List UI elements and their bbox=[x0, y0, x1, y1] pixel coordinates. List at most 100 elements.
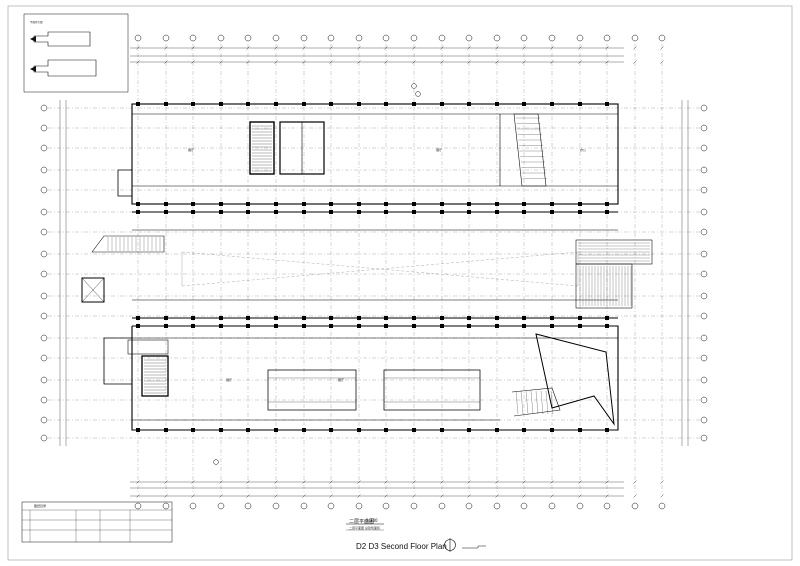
dimension-tick bbox=[467, 494, 471, 498]
column bbox=[605, 316, 609, 320]
dimension-tick bbox=[440, 46, 444, 50]
column bbox=[412, 324, 416, 328]
ramp-step bbox=[535, 390, 539, 415]
exhibit-frame bbox=[267, 369, 357, 411]
grid-bubble bbox=[40, 354, 48, 362]
column bbox=[440, 102, 444, 106]
column bbox=[522, 316, 526, 320]
dimension-tick bbox=[164, 494, 168, 498]
dimension-tick bbox=[605, 60, 609, 64]
column bbox=[384, 202, 388, 206]
column bbox=[302, 324, 306, 328]
dimension-tick bbox=[495, 60, 499, 64]
dimension-tick bbox=[522, 60, 526, 64]
column bbox=[302, 210, 306, 214]
column bbox=[246, 202, 250, 206]
column bbox=[136, 210, 140, 214]
dimension-tick bbox=[550, 494, 554, 498]
grid-bubble bbox=[40, 312, 48, 320]
dimension-tick bbox=[246, 480, 250, 484]
grid-bubble bbox=[40, 228, 48, 236]
column bbox=[136, 202, 140, 206]
grid-bubble bbox=[700, 292, 708, 300]
grid-bubble bbox=[520, 34, 528, 42]
grid-bubble bbox=[327, 502, 335, 510]
column bbox=[467, 210, 471, 214]
dimension-tick bbox=[329, 494, 333, 498]
drawing-subtitle: 二层平面图 总建筑面积 bbox=[349, 526, 380, 530]
grid-bubble bbox=[493, 502, 501, 510]
grid-bubble bbox=[493, 34, 501, 42]
grid-bubble bbox=[700, 416, 708, 424]
ramp bbox=[511, 387, 561, 417]
grid-bubble bbox=[272, 502, 280, 510]
dimension-tick bbox=[522, 46, 526, 50]
column bbox=[550, 324, 554, 328]
grid-bubble bbox=[700, 434, 708, 442]
dimension-tick bbox=[329, 46, 333, 50]
columns bbox=[136, 102, 609, 432]
external-stair bbox=[91, 235, 165, 253]
grid-bubble bbox=[700, 104, 708, 112]
grid-bubble bbox=[700, 396, 708, 404]
grid-bubble bbox=[40, 208, 48, 216]
title-block-header: 图纸目录 bbox=[34, 504, 47, 508]
grid-bubble bbox=[700, 270, 708, 278]
dimension-tick bbox=[578, 494, 582, 498]
column bbox=[440, 428, 444, 432]
column bbox=[605, 202, 609, 206]
dimension-tick bbox=[412, 46, 416, 50]
grid-bubble bbox=[300, 34, 308, 42]
title-block-table bbox=[21, 501, 384, 543]
grid-bubble bbox=[40, 186, 48, 194]
dimension-tick bbox=[495, 494, 499, 498]
column bbox=[495, 102, 499, 106]
grid-bubble bbox=[244, 502, 252, 510]
ramp-step bbox=[520, 390, 524, 415]
dimension-tick bbox=[440, 480, 444, 484]
wall bbox=[117, 169, 132, 197]
column bbox=[274, 102, 278, 106]
grid-bubble bbox=[189, 502, 197, 510]
column bbox=[605, 324, 609, 328]
grid-bubble bbox=[438, 502, 446, 510]
dimension-tick bbox=[219, 60, 223, 64]
grid-bubble bbox=[700, 250, 708, 258]
lower-block-outline bbox=[131, 325, 619, 431]
dimension-tick bbox=[302, 46, 306, 50]
building-walls bbox=[103, 103, 619, 431]
dimension-tick bbox=[219, 494, 223, 498]
dimension-tick bbox=[522, 480, 526, 484]
dimension-tick bbox=[550, 46, 554, 50]
column bbox=[164, 210, 168, 214]
column bbox=[495, 202, 499, 206]
column bbox=[384, 102, 388, 106]
dimension-tick bbox=[191, 46, 195, 50]
column bbox=[550, 102, 554, 106]
grid-bubble bbox=[382, 502, 390, 510]
grid-bubble bbox=[40, 434, 48, 442]
scale-bar bbox=[462, 545, 486, 549]
drawing-scale: 1:300 bbox=[366, 518, 378, 523]
column bbox=[274, 324, 278, 328]
column bbox=[357, 428, 361, 432]
column bbox=[191, 102, 195, 106]
column bbox=[191, 210, 195, 214]
column bbox=[578, 428, 582, 432]
column bbox=[329, 210, 333, 214]
column bbox=[412, 316, 416, 320]
key-plan-marker bbox=[30, 36, 36, 42]
column bbox=[412, 202, 416, 206]
dimension-tick bbox=[274, 60, 278, 64]
dimension-tick bbox=[302, 480, 306, 484]
plan-details bbox=[81, 83, 653, 465]
dimension-tick bbox=[578, 46, 582, 50]
dimension-tick bbox=[136, 60, 140, 64]
dimension-tick bbox=[274, 480, 278, 484]
dimension-tick bbox=[440, 494, 444, 498]
dimension-tick bbox=[550, 480, 554, 484]
column bbox=[578, 324, 582, 328]
stair-core bbox=[249, 121, 275, 175]
dimension-tick bbox=[302, 60, 306, 64]
dimension-tick bbox=[302, 494, 306, 498]
